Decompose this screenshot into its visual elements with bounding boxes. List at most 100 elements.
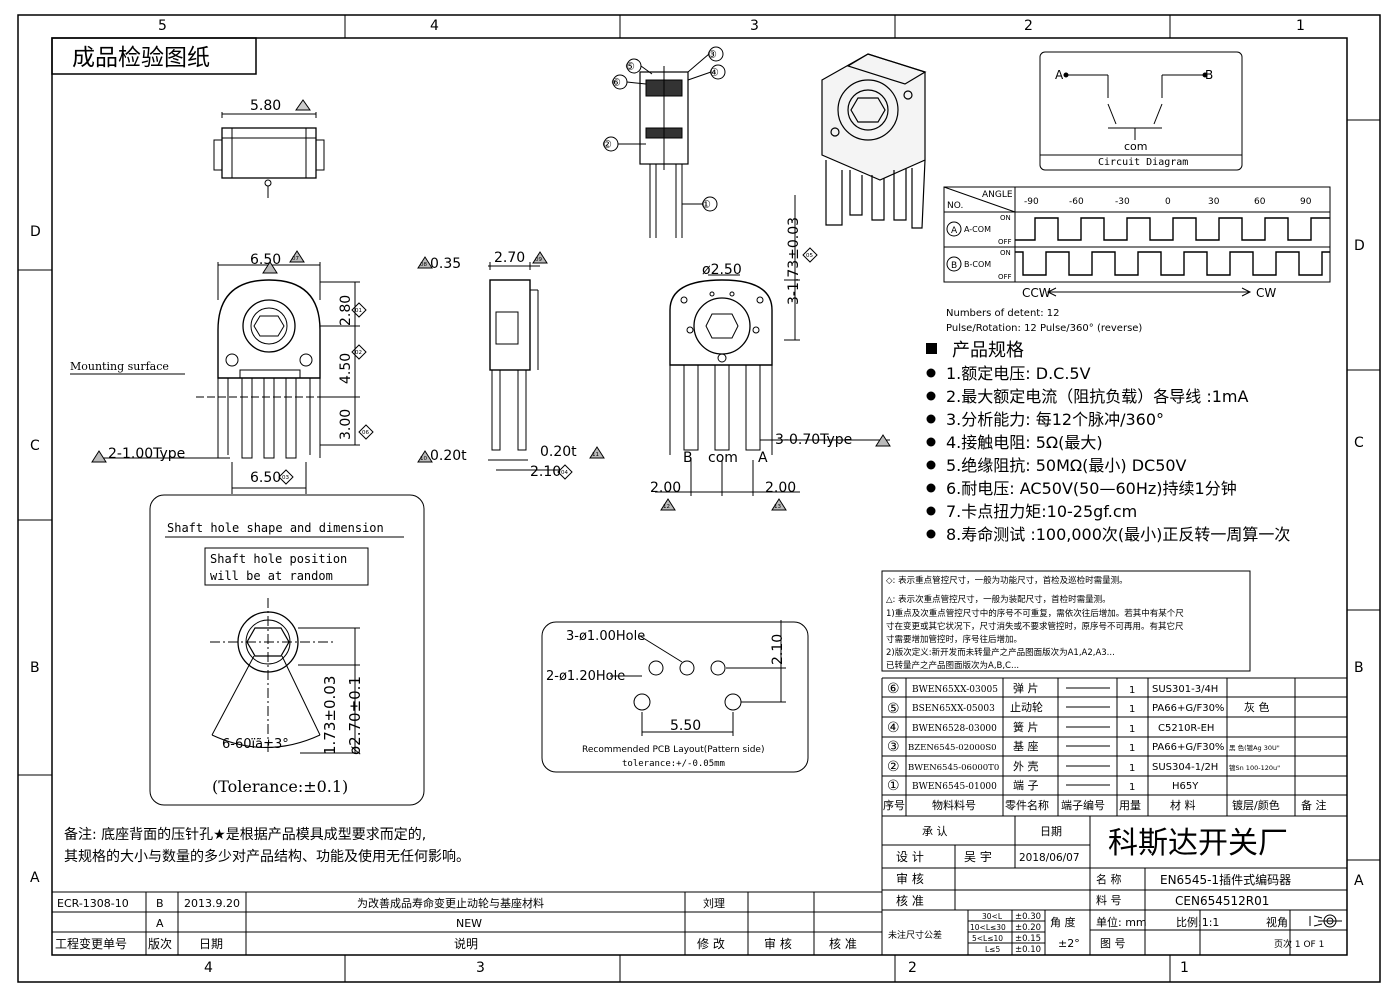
detent-count: Numbers of detent: 12 bbox=[946, 308, 1059, 319]
bom-header: 材 料 bbox=[1170, 798, 1196, 812]
bom-no: ④ bbox=[887, 720, 900, 736]
dim-pitch-left: 2.00 bbox=[650, 480, 681, 496]
col-label: 4 bbox=[430, 18, 439, 34]
circuit-label-b: B bbox=[1205, 68, 1213, 82]
bom-material: SUS304-1/2H bbox=[1152, 762, 1218, 773]
note-line: △: 表示次重点管控尺寸，一般为装配尺寸，首检时需量测。 bbox=[886, 594, 1111, 605]
bom-material: H65Y bbox=[1172, 781, 1199, 792]
row-label: A bbox=[1354, 873, 1364, 889]
part-callout: ② bbox=[602, 138, 612, 151]
bom-name: 止动轮 bbox=[1010, 700, 1043, 714]
title-approve2: 核 准 bbox=[896, 894, 924, 908]
note-line: 寸在变更或其它状况下，尺寸消失或不要求管控时，原序号不可再用。有其它尺 bbox=[886, 621, 1184, 632]
drawing-no-label: 图 号 bbox=[1100, 937, 1126, 950]
rev-header: 核 准 bbox=[829, 937, 857, 951]
badge-label: 06 bbox=[362, 430, 369, 436]
rev-header: 日期 bbox=[199, 937, 223, 951]
badge-label: 01 bbox=[355, 308, 362, 314]
outer-frame bbox=[17, 14, 1381, 983]
spec-item: 5.绝缘阻抗: 50MΩ(最小) DC50V bbox=[946, 456, 1187, 475]
pcb-dim-h: 2.10 bbox=[770, 634, 786, 665]
tol-range: L≤5 bbox=[985, 945, 1000, 954]
shaft-note-line2: will be at random bbox=[210, 569, 333, 583]
note-line: 2)版次定义:新开发而未转量产之产品图面版次为A1,A2,A3... bbox=[886, 647, 1115, 658]
row-label: A bbox=[30, 870, 40, 886]
bom-name: 基 座 bbox=[1013, 739, 1039, 753]
bom-no: ⑤ bbox=[887, 701, 900, 717]
rev-version: B bbox=[156, 897, 164, 910]
bom-part: BWEN6545-01000 bbox=[912, 782, 997, 792]
bom-no: ③ bbox=[887, 739, 900, 755]
timing-row-a-num: A bbox=[951, 226, 958, 236]
row-label: B bbox=[30, 660, 40, 676]
pin-label-a: A bbox=[758, 450, 768, 466]
bom-part: BWEN6545-06000T0 bbox=[908, 763, 999, 773]
top-view bbox=[213, 112, 325, 198]
note-line: 1)重点及次重点管控尺寸中的序号不可重复，需依次往后增加。若其中有某个尺 bbox=[886, 608, 1184, 619]
timing-row-a: A-COM bbox=[964, 225, 991, 234]
col-label: 2 bbox=[908, 960, 917, 976]
bom-no: ① bbox=[887, 778, 900, 794]
bottom-note-line2: 其规格的大小与数量的多少对产品结构、功能及使用无任何影响。 bbox=[64, 848, 470, 865]
dim-h3: 3.00 bbox=[338, 409, 354, 440]
exploded-view bbox=[603, 46, 726, 238]
product-name: EN6545-1插件式编码器 bbox=[1160, 872, 1291, 887]
circuit-label-com: com bbox=[1124, 140, 1148, 153]
timing-row-b: B-COM bbox=[964, 260, 991, 269]
title-check: 审 核 bbox=[896, 871, 924, 886]
drawing-title: 成品检验图纸 bbox=[72, 45, 210, 71]
spec-bullet-square bbox=[926, 343, 937, 354]
badge-label: 12 bbox=[663, 504, 670, 510]
drawing-title-box bbox=[51, 37, 257, 75]
title-approve: 承 认 bbox=[922, 825, 948, 838]
pcb-dim-w: 5.50 bbox=[670, 718, 701, 734]
timing-off: OFF bbox=[998, 273, 1012, 281]
isometric-view bbox=[821, 53, 927, 229]
badge-label: 10 bbox=[420, 456, 427, 462]
angle-tick: -90 bbox=[1024, 197, 1039, 207]
shaft-note-box bbox=[204, 547, 369, 586]
cw-label: CW bbox=[1256, 286, 1276, 300]
shaft-box-title: Shaft hole shape and dimension bbox=[167, 521, 384, 535]
tol-range: 5<L≤10 bbox=[972, 934, 1003, 943]
dim-h2: 4.50 bbox=[338, 353, 354, 384]
col-label: 3 bbox=[750, 18, 759, 34]
dim-pins-type: 2-1.00Type bbox=[108, 446, 185, 462]
col-label: 3 bbox=[476, 960, 485, 976]
spec-item: 4.接触电阻: 5Ω(最大) bbox=[946, 433, 1103, 452]
dim-top-width: 5.80 bbox=[250, 98, 281, 114]
bom-material: SUS301-3/4H bbox=[1152, 684, 1218, 695]
bom-header: 序号 bbox=[883, 798, 905, 812]
badge-label: 13 bbox=[774, 504, 781, 510]
bom-qty: 1 bbox=[1129, 704, 1135, 715]
timing-off: OFF bbox=[998, 238, 1012, 246]
bom-name: 外 壳 bbox=[1013, 759, 1039, 773]
pcb-figure bbox=[610, 620, 786, 736]
tolerance-label: 未注尺寸公差 bbox=[888, 929, 942, 941]
row-label: D bbox=[1354, 238, 1365, 254]
row-label: B bbox=[1354, 660, 1364, 676]
timing-no-label: NO. bbox=[947, 201, 963, 211]
badge-label: 11 bbox=[592, 452, 599, 458]
name-label: 名 称 bbox=[1096, 872, 1122, 886]
timing-row-b-num: B bbox=[951, 261, 957, 271]
shaft-hole-figure bbox=[210, 598, 360, 755]
tol-value: ±0.10 bbox=[1015, 945, 1041, 955]
tol-value: ±0.30 bbox=[1015, 912, 1041, 922]
revision-grid bbox=[52, 891, 882, 955]
scale-label: 比例:1:1 bbox=[1176, 915, 1219, 929]
rev-desc: NEW bbox=[456, 917, 482, 930]
title-block-grid bbox=[882, 816, 1347, 955]
dim-side-t1: 0.20t bbox=[430, 448, 467, 464]
pn-label: 料 号 bbox=[1096, 893, 1122, 907]
bom-no: ② bbox=[887, 759, 900, 775]
tol-value: ±0.15 bbox=[1015, 934, 1041, 944]
circuit-caption: Circuit Diagram bbox=[1098, 157, 1188, 168]
spec-item: 3.分析能力: 每12个脉冲/360° bbox=[946, 410, 1164, 429]
bom-qty: 1 bbox=[1129, 763, 1135, 774]
dim-front-width: 6.50 bbox=[250, 252, 281, 268]
note-line: 寸需要增加管控时，序号往后增加。 bbox=[886, 634, 1022, 645]
col-label: 1 bbox=[1296, 18, 1305, 34]
